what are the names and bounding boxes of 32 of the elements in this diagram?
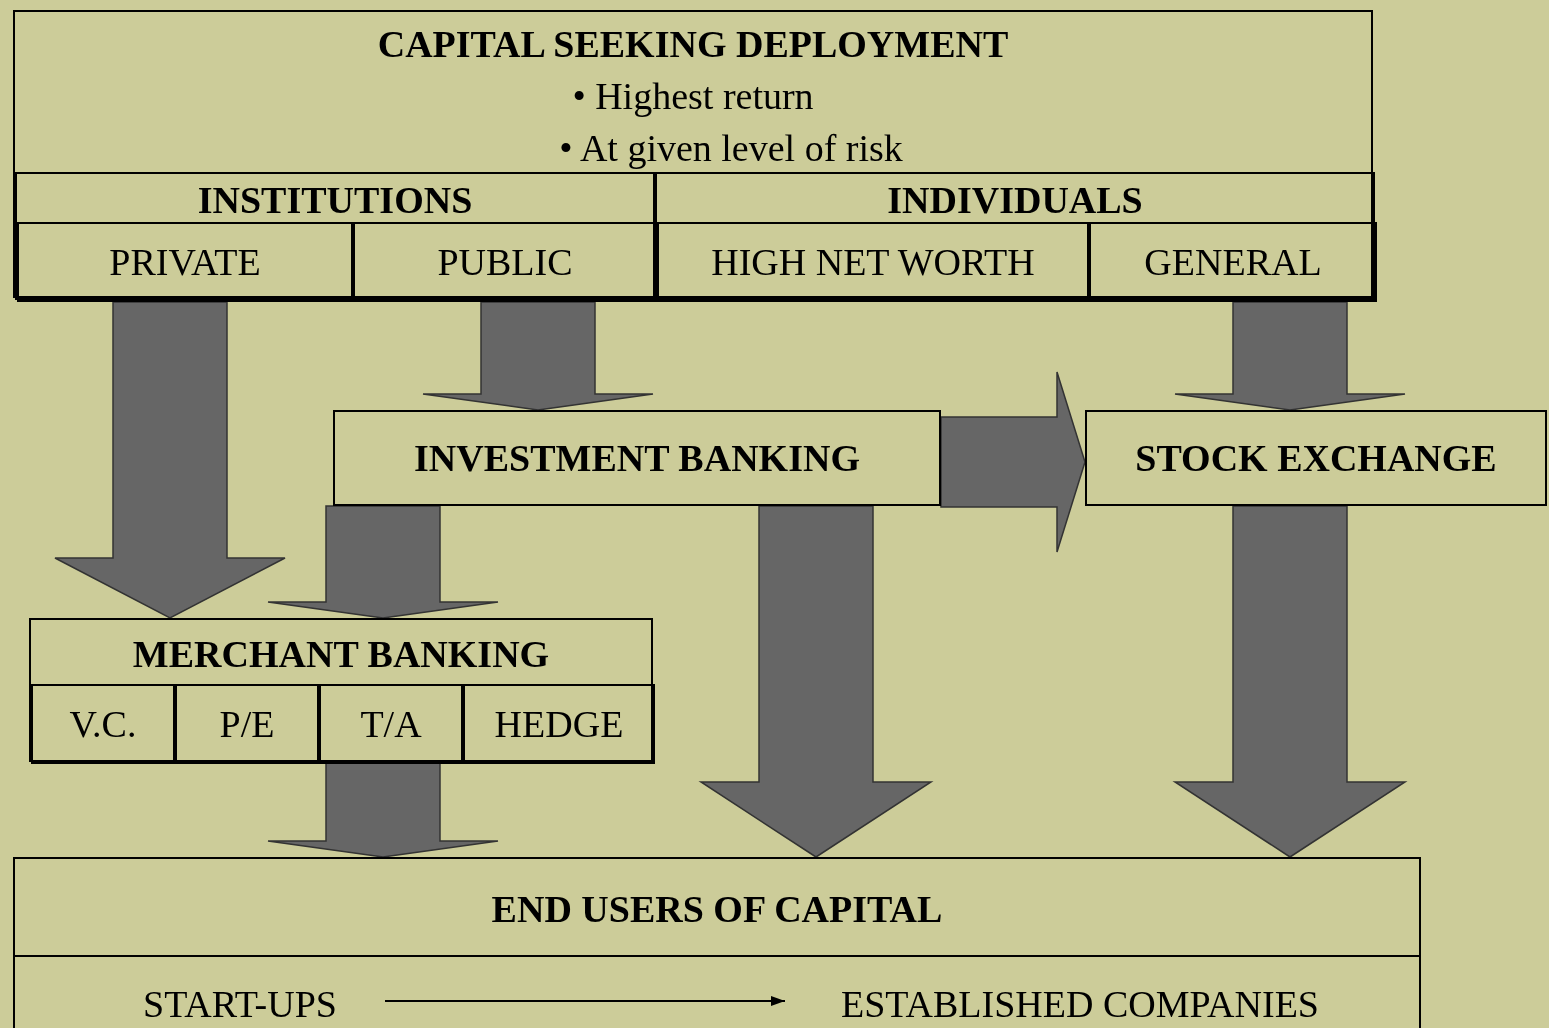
table-cell: PUBLIC [353, 222, 657, 302]
process-box: STOCK EXCHANGE [1085, 410, 1547, 506]
heading: END USERS OF CAPITAL [490, 887, 944, 931]
table-cell: PRIVATE [17, 222, 353, 302]
heading: INSTITUTIONS [196, 178, 474, 222]
block-arrow [267, 761, 499, 858]
heading: MERCHANT BANKING [131, 632, 551, 676]
table-cell: V.C. [31, 684, 175, 764]
block-arrow [54, 301, 286, 619]
arrow [384, 996, 786, 1006]
block-arrow [698, 505, 934, 858]
label-text: ESTABLISHED COMPANIES [785, 974, 1375, 1028]
block-arrow [1174, 301, 1406, 411]
label-text: START-UPS [95, 974, 385, 1028]
heading: CAPITAL SEEKING DEPLOYMENT [376, 22, 1010, 66]
table-cell: HIGH NET WORTH [657, 222, 1089, 302]
block-arrow [1172, 505, 1408, 858]
table-cell [15, 172, 655, 300]
table-cell: HEDGE [463, 684, 655, 764]
process-box [29, 618, 653, 762]
block-arrow [267, 505, 499, 619]
bullet-text: • Highest return [571, 74, 815, 118]
process-box [13, 857, 1421, 1028]
process-box: INVESTMENT BANKING [333, 410, 941, 506]
bullet-text: • At given level of risk [558, 126, 904, 170]
heading: INDIVIDUALS [886, 178, 1144, 222]
table-cell: GENERAL [1089, 222, 1377, 302]
table-cell: T/A [319, 684, 463, 764]
table-cell [655, 172, 1375, 300]
block-arrow [940, 371, 1086, 553]
block-arrow [422, 301, 654, 411]
table-cell: P/E [175, 684, 319, 764]
